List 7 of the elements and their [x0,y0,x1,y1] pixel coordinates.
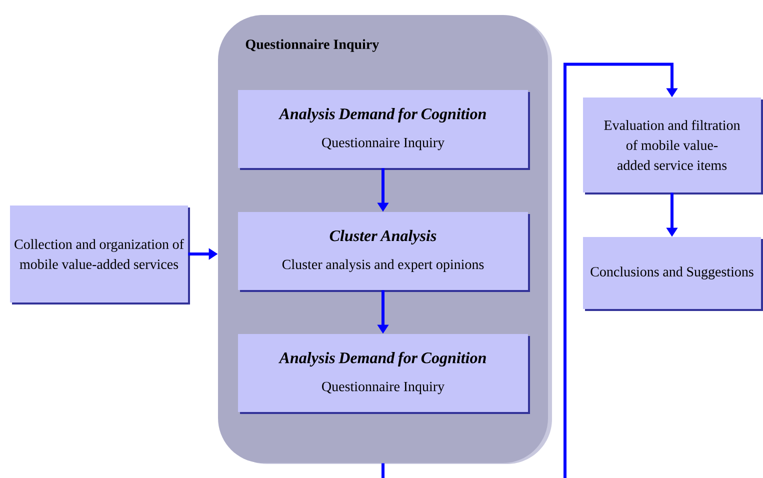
process-box: Evaluation and filtration of mobile value-added service items [583,98,763,194]
process-box: Conclusions and Suggestions [583,237,763,311]
process-box: Analysis Demand for Cognition Questionnaire Inquiry [238,90,530,170]
arrow [564,62,678,478]
process-box: Collection and organization of mobile value-added services [10,206,190,304]
process-box: Cluster Analysis Cluster analysis and expert opinions [238,212,530,292]
process-box: Analysis Demand for Cognition Questionnaire Inquiry [238,334,530,414]
